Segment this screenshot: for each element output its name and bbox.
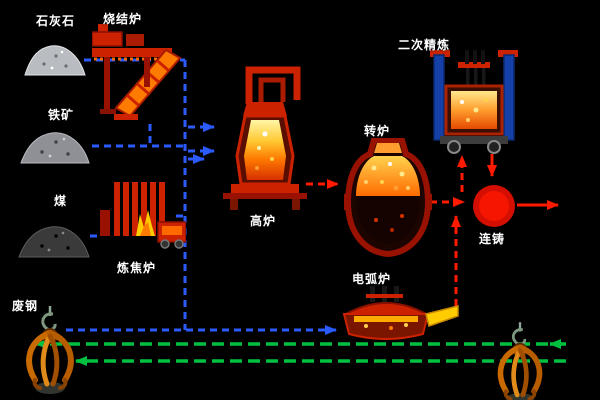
continuous-casting-graphic <box>473 185 515 227</box>
coal-pile <box>18 226 90 258</box>
label-converter: 转炉 <box>364 124 391 138</box>
blast-furnace-graphic <box>223 66 307 210</box>
label-coking-oven: 炼焦炉 <box>117 261 157 275</box>
label-sintering-furnace: 烧结炉 <box>103 12 143 26</box>
limestone-pile <box>24 45 86 76</box>
coke-flame <box>136 210 155 236</box>
sintering-furnace-graphic <box>92 24 182 120</box>
label-coal: 煤 <box>54 194 68 208</box>
label-electric-arc-furnace: 电弧炉 <box>352 272 392 286</box>
label-scrap-steel: 废钢 <box>12 299 39 313</box>
scrap-claw-left <box>20 306 80 400</box>
eaf-spout <box>425 305 459 327</box>
label-secondary-refining: 二次精炼 <box>398 38 451 52</box>
scrap-claw-right <box>492 322 548 400</box>
iron-ore-pile <box>20 132 90 164</box>
hot-metal-flow-arrows <box>306 154 559 306</box>
label-continuous-casting: 连铸 <box>479 232 506 246</box>
scrap-flow-arrows <box>35 339 566 366</box>
label-iron-ore: 铁矿 <box>48 108 75 122</box>
secondary-refining-graphic <box>430 50 518 154</box>
label-limestone: 石灰石 <box>36 14 76 28</box>
label-blast-furnace: 高炉 <box>250 214 277 228</box>
electric-arc-furnace-graphic <box>342 286 459 340</box>
coking-oven-graphic <box>100 182 186 249</box>
converter-graphic <box>344 138 432 258</box>
